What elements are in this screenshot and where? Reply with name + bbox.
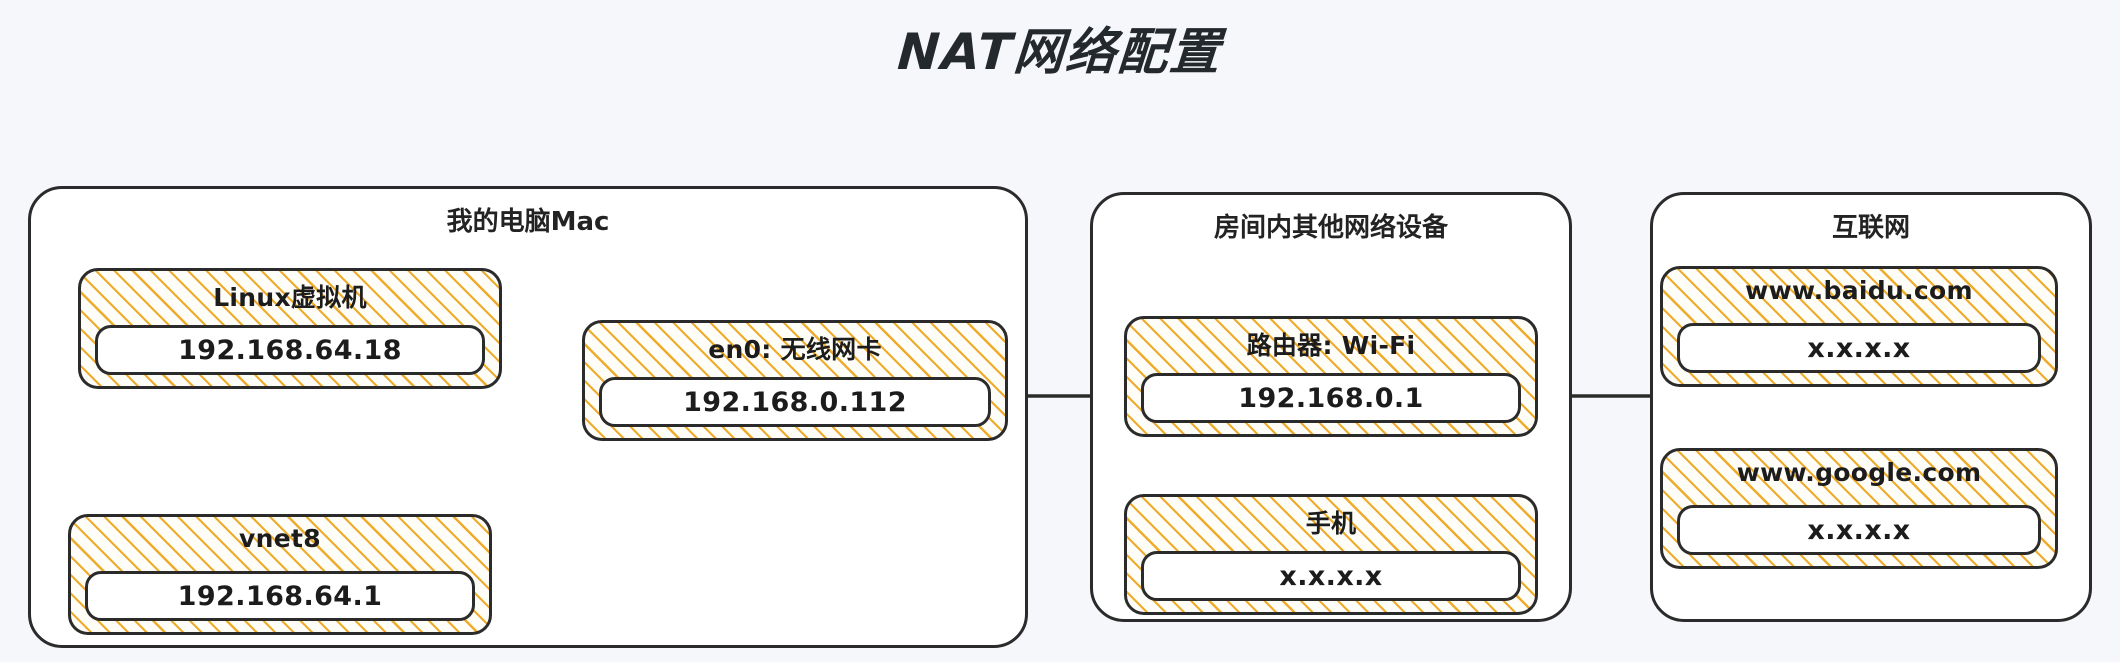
node-phone[interactable]: 手机 x.x.x.x [1124, 494, 1538, 615]
node-baidu-label: www.baidu.com [1745, 276, 1973, 305]
node-linux-vm-value: 192.168.64.18 [95, 325, 485, 375]
group-internet-label: 互联网 [1831, 213, 1910, 243]
node-baidu-value: x.x.x.x [1677, 323, 2041, 373]
node-phone-value: x.x.x.x [1141, 551, 1521, 601]
node-linux-vm[interactable]: Linux虚拟机 192.168.64.18 [78, 268, 502, 389]
node-vnet8-label: vnet8 [239, 524, 321, 553]
page-title: NAT网络配置 [895, 23, 1224, 81]
group-mac-label: 我的电脑Mac [446, 207, 610, 237]
node-phone-label: 手机 [1305, 509, 1357, 538]
node-en0-label: en0: 无线网卡 [708, 335, 882, 364]
node-google-label: www.google.com [1736, 458, 1982, 487]
node-en0[interactable]: en0: 无线网卡 192.168.0.112 [582, 320, 1008, 441]
node-en0-value: 192.168.0.112 [599, 377, 991, 427]
node-vnet8-value: 192.168.64.1 [85, 571, 475, 621]
node-vnet8[interactable]: vnet8 192.168.64.1 [68, 514, 492, 635]
node-baidu[interactable]: www.baidu.com x.x.x.x [1660, 266, 2058, 387]
node-google[interactable]: www.google.com x.x.x.x [1660, 448, 2058, 569]
node-router-value: 192.168.0.1 [1141, 373, 1521, 423]
node-router-label: 路由器: Wi-Fi [1246, 331, 1416, 360]
node-linux-vm-label: Linux虚拟机 [213, 283, 367, 312]
group-room-label: 房间内其他网络设备 [1213, 213, 1448, 243]
node-google-value: x.x.x.x [1677, 505, 2041, 555]
node-router[interactable]: 路由器: Wi-Fi 192.168.0.1 [1124, 316, 1538, 437]
